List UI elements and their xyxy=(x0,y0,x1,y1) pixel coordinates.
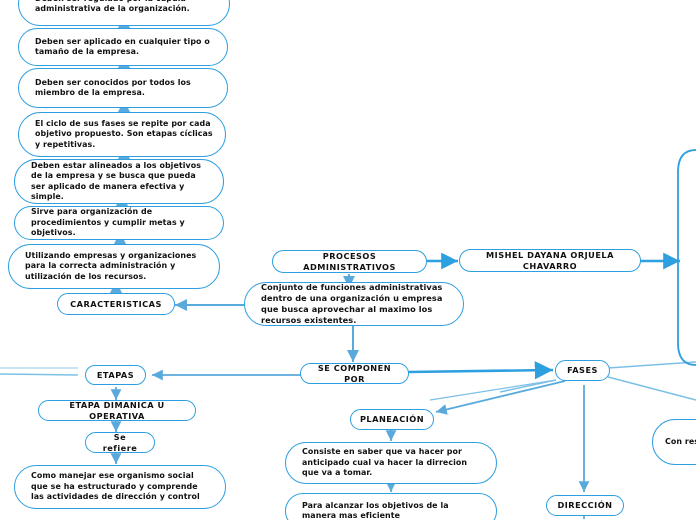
node-se-componen-por[interactable]: SE COMPONEN POR xyxy=(300,363,409,384)
node-planeacion-objetivo[interactable]: Para alcanzar los objetivos de la manera… xyxy=(285,493,497,520)
characteristic-5-text: Deben estar alineados a los objetivos de… xyxy=(31,160,202,201)
etapa-descripcion-text: Como manejar ese organismo social que se… xyxy=(31,471,200,502)
characteristic-1-text: Deben ser regulado por la cúpula adminis… xyxy=(35,0,190,13)
node-planeacion[interactable]: PLANEACIÓN xyxy=(350,409,434,430)
characteristic-6-text: Sirve para organización de procedimiento… xyxy=(31,207,185,238)
characteristic-4-text: El ciclo de sus fases se repite por cada… xyxy=(35,118,213,149)
node-planeacion-descripcion[interactable]: Consiste en saber que va hacer por antic… xyxy=(285,442,497,484)
node-direccion[interactable]: DIRECCIÓN xyxy=(546,495,624,516)
characteristic-box-4[interactable]: El ciclo de sus fases se repite por cada… xyxy=(18,112,226,157)
etapas-label: ETAPAS xyxy=(96,369,135,380)
caracteristicas-label: CARACTERISTICAS xyxy=(70,298,162,309)
characteristic-box-6[interactable]: Sirve para organización de procedimiento… xyxy=(14,206,224,240)
node-definition[interactable]: Conjunto de funciones administrativas de… xyxy=(244,282,464,326)
node-se-refiere[interactable]: Se refiere xyxy=(85,432,155,453)
node-central-topic[interactable]: PROCESOS ADMINISTRATIVOS xyxy=(272,250,427,273)
definition-text: Conjunto de funciones administrativas de… xyxy=(261,282,443,325)
characteristic-2-text: Deben ser aplicado en cualquier tipo o t… xyxy=(35,36,210,56)
central-topic-label: PROCESOS ADMINISTRATIVOS xyxy=(303,250,396,272)
node-etapas[interactable]: ETAPAS xyxy=(85,365,146,385)
characteristic-7-text: Utilizando empresas y organizaciones par… xyxy=(25,250,197,281)
characteristic-box-7[interactable]: Utilizando empresas y organizaciones par… xyxy=(8,244,220,289)
clipped-right-text: Con res gru em xyxy=(665,436,696,446)
node-etapa-dinamica[interactable]: ETAPA DIMANICA U OPERATIVA xyxy=(38,400,196,421)
etapa-dinamica-label: ETAPA DIMANICA U OPERATIVA xyxy=(69,399,165,421)
planeacion-objetivo-text: Para alcanzar los objetivos de la manera… xyxy=(302,500,449,520)
node-fases[interactable]: FASES xyxy=(555,360,610,381)
node-author[interactable]: MISHEL DAYANA ORJUELA CHAVARRO xyxy=(459,249,641,272)
characteristic-3-text: Deben ser conocidos por todos los miembr… xyxy=(35,77,191,97)
fases-label: FASES xyxy=(567,365,598,376)
characteristic-box-5[interactable]: Deben estar alineados a los objetivos de… xyxy=(14,159,224,204)
planeacion-label: PLANEACIÓN xyxy=(359,414,425,425)
planeacion-descripcion-text: Consiste en saber que va hacer por antic… xyxy=(302,447,468,478)
characteristic-box-2[interactable]: Deben ser aplicado en cualquier tipo o t… xyxy=(18,28,228,66)
characteristic-box-3[interactable]: Deben ser conocidos por todos los miembr… xyxy=(18,68,228,108)
se-refiere-label: Se refiere xyxy=(102,431,138,453)
se-componen-por-label: SE COMPONEN POR xyxy=(317,362,392,384)
author-label: MISHEL DAYANA ORJUELA CHAVARRO xyxy=(486,249,614,271)
characteristic-box-1[interactable]: Deben ser regulado por la cúpula adminis… xyxy=(18,0,230,26)
node-caracteristicas[interactable]: CARACTERISTICAS xyxy=(57,293,175,315)
node-etapa-descripcion[interactable]: Como manejar ese organismo social que se… xyxy=(14,465,226,509)
node-clipped-right[interactable]: Con res gru em xyxy=(652,419,696,465)
direccion-label: DIRECCIÓN xyxy=(557,500,613,511)
